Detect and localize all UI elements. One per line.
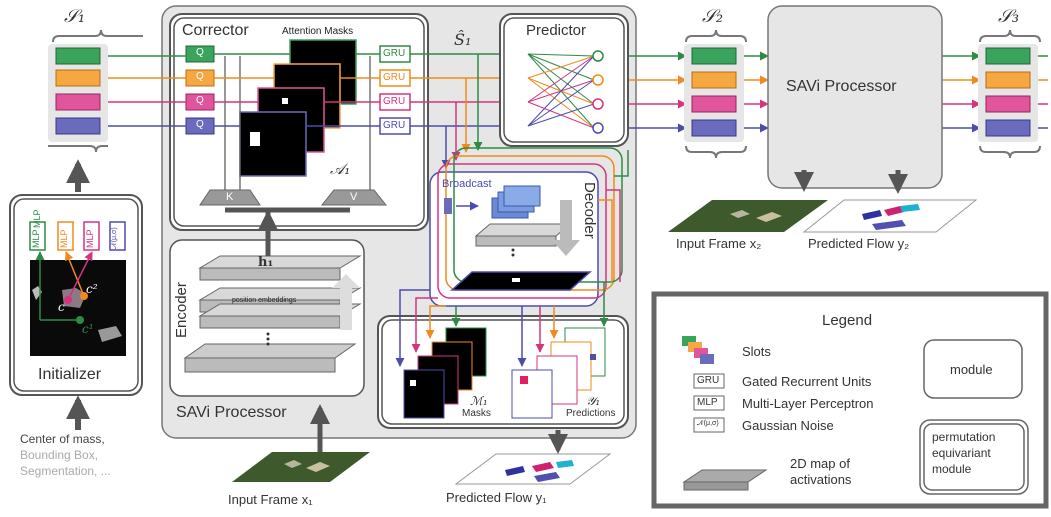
legend-noise-tag: 𝒩(μ,σ) <box>697 420 719 427</box>
input-frame-x1-label: Input Frame x₁ <box>228 492 313 507</box>
predicted-flow-y1-label: Predicted Flow y₁ <box>446 490 547 505</box>
predictor-module <box>499 13 629 147</box>
c2-label: c² <box>86 282 98 296</box>
q-label-blue: Q <box>196 119 204 130</box>
mlp-label-green: MLP <box>32 209 42 228</box>
encoder-h-symbol: h₁ <box>258 255 274 270</box>
conditioning-line-1: Center of mass, <box>20 432 105 446</box>
predicted-flow-y2-label: Predicted Flow y₂ <box>808 236 910 251</box>
decoder-module <box>429 147 623 307</box>
noise-label: 𝒩(μ,σ) <box>111 227 118 249</box>
q-label-green: Q <box>196 47 204 58</box>
legend-gru-tag: GRU <box>697 375 720 386</box>
input-frame-x2 <box>668 170 828 232</box>
initializer-module <box>9 194 143 396</box>
slot-set-s3-label: 𝒮₃ <box>998 6 1020 27</box>
legend-noise: Gaussian Noise <box>742 418 834 433</box>
predictions-symbol: 𝒴₁ <box>586 394 601 408</box>
legend-map-line-1: 2D map of <box>790 456 850 471</box>
legend-gru: Gated Recurrent Units <box>742 374 872 389</box>
legend-map-line-2: activations <box>790 472 852 487</box>
encoder-title: Encoder <box>173 282 190 338</box>
position-embeddings-label: position embeddings <box>232 297 297 304</box>
decoder-output-lines <box>395 150 629 367</box>
gru-label-green: GRU <box>383 48 406 59</box>
legend-title: Legend <box>822 312 873 329</box>
q-label-pink: Q <box>196 95 204 106</box>
attention-masks-title: Attention Masks <box>282 26 354 37</box>
mlp-label-green-text: MLP <box>31 229 41 248</box>
broadcast-label: Broadcast <box>442 178 492 190</box>
corrector-title: Corrector <box>182 22 249 39</box>
outputs-module <box>377 315 629 429</box>
slot-set-s2-label: 𝒮₂ <box>702 6 724 27</box>
predictions-label: Predictions <box>566 408 616 419</box>
initializer-title: Initializer <box>38 366 102 383</box>
encoder-module <box>169 239 365 397</box>
corrector-module <box>169 13 429 231</box>
savi-processor-label: SAVi Processor <box>176 404 287 421</box>
legend-mlp: Multi-Layer Perceptron <box>742 396 874 411</box>
slot-stack-s3 <box>978 29 1041 159</box>
q-label-orange: Q <box>196 71 204 82</box>
v-label: V <box>350 191 358 203</box>
savi-processor-box <box>767 5 943 189</box>
c1-label: c¹ <box>82 322 94 336</box>
conditioning-line-3: Segmentation, ... <box>20 464 111 478</box>
legend-module: module <box>950 362 993 377</box>
gru-label-pink: GRU <box>383 96 406 107</box>
legend-perm-line-1: permutation <box>932 430 996 444</box>
mlp-label-orange: MLP <box>59 229 69 248</box>
predicted-flow-y2 <box>802 170 978 233</box>
attention-symbol: 𝒜₁ <box>330 160 351 178</box>
slot-stack-s2 <box>684 29 747 159</box>
input-frame-x2-label: Input Frame x₂ <box>676 236 762 251</box>
legend-mlp-tag: MLP <box>697 397 718 408</box>
gru-label-orange: GRU <box>383 72 406 83</box>
masks-label: Masks <box>462 408 491 419</box>
slot-set-s1-label: 𝒮₁ <box>64 6 86 27</box>
slot-stack-s1 <box>48 29 143 153</box>
gru-label-blue: GRU <box>383 120 406 131</box>
predicted-flow-y1 <box>454 430 612 485</box>
legend <box>651 291 1049 509</box>
legend-slots: Slots <box>742 344 771 359</box>
masks-symbol: ℳ₁ <box>470 394 488 408</box>
input-frame-x1 <box>232 404 370 482</box>
c3-label: c <box>58 300 65 314</box>
slot-set-s1-hat-label: Ŝ₁ <box>454 30 472 49</box>
conditioning-line-2: Bounding Box, <box>20 448 99 462</box>
legend-perm-line-2: equivariant <box>932 446 991 460</box>
predictor-title: Predictor <box>526 22 587 39</box>
k-label: K <box>226 191 234 203</box>
mlp-label-pink: MLP <box>85 229 95 248</box>
savi-box-label: SAVi Processor <box>786 78 897 95</box>
legend-perm-line-3: module <box>932 462 972 476</box>
decoder-title: Decoder <box>581 182 598 239</box>
